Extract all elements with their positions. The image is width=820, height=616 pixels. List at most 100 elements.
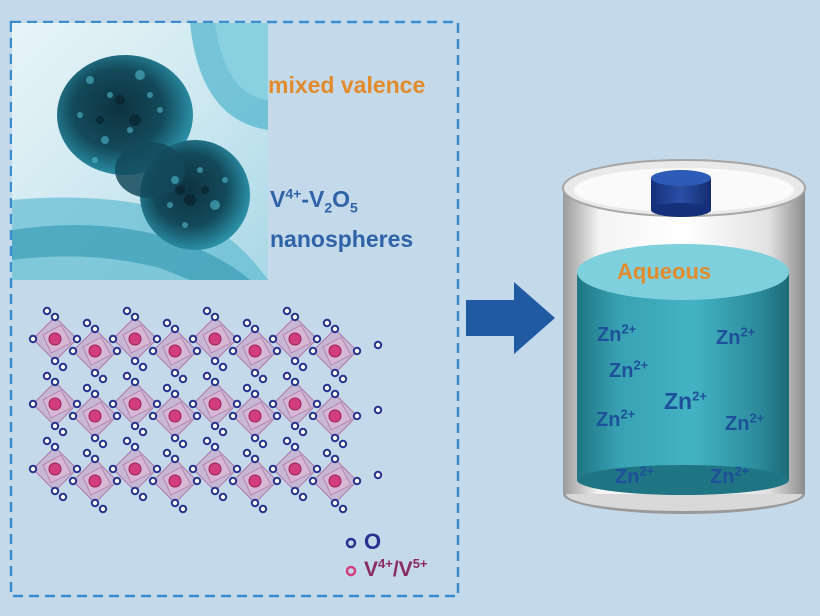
oxygen-atom: [68, 411, 78, 421]
oxygen-atom: [178, 439, 188, 449]
oxygen-atom: [210, 312, 220, 322]
battery-cell: [562, 159, 806, 514]
oxygen-atom: [98, 439, 108, 449]
vanadium-atom: [248, 474, 262, 488]
oxygen-atom: [50, 421, 60, 431]
oxygen-atom: [232, 464, 242, 474]
vanadium-atom: [288, 332, 302, 346]
vanadium-atom: [168, 474, 182, 488]
oxygen-atom: [122, 436, 132, 446]
oxygen-atom: [108, 334, 118, 344]
oxygen-atom: [130, 442, 140, 452]
oxygen-atom: [250, 454, 260, 464]
vanadium-atom: [128, 332, 142, 346]
oxygen-atom: [218, 362, 228, 372]
oxygen-atom: [308, 476, 318, 486]
oxygen-atom: [130, 421, 140, 431]
oxygen-atom: [210, 486, 220, 496]
oxygen-atom: [162, 318, 172, 328]
oxygen-atom: [130, 486, 140, 496]
zn-ion: Zn2+: [597, 321, 637, 346]
vanadium-atom: [288, 397, 302, 411]
electrolyte: [577, 272, 789, 480]
oxygen-atom: [282, 371, 292, 381]
oxygen-atom: [322, 448, 332, 458]
oxygen-atom: [308, 346, 318, 356]
oxygen-atom: [298, 427, 308, 437]
vanadium-atom: [48, 462, 62, 476]
oxygen-atom: [68, 346, 78, 356]
oxygen-atom: [130, 312, 140, 322]
oxygen-atom: [82, 448, 92, 458]
oxygen-atom: [98, 374, 108, 384]
vanadium-atom: [208, 462, 222, 476]
vanadium-atom: [288, 462, 302, 476]
vanadium-atom: [88, 474, 102, 488]
vanadium-atom: [168, 344, 182, 358]
vanadium-atom: [48, 332, 62, 346]
oxygen-atom: [232, 334, 242, 344]
oxygen-atom: [272, 411, 282, 421]
oxygen-atom: [42, 436, 52, 446]
oxygen-atom: [352, 476, 362, 486]
vanadium-atom: [208, 332, 222, 346]
aqueous-label: Aqueous: [617, 259, 712, 284]
oxygen-atom: [72, 334, 82, 344]
oxygen-atom: [170, 498, 180, 508]
vanadium-atom: [328, 344, 342, 358]
oxygen-atom: [282, 306, 292, 316]
oxygen-atom: [210, 442, 220, 452]
oxygen-atom: [282, 436, 292, 446]
vanadium-atom: [88, 344, 102, 358]
oxygen-atom: [170, 389, 180, 399]
oxygen-atom: [42, 306, 52, 316]
oxygen-atom: [290, 356, 300, 366]
oxygen-atom: [373, 470, 383, 480]
oxygen-atom: [290, 377, 300, 387]
oxygen-atom: [98, 504, 108, 514]
oxygen-atom: [218, 492, 228, 502]
oxygen-atom: [72, 464, 82, 474]
oxygen-atom: [148, 346, 158, 356]
oxygen-atom: [50, 442, 60, 452]
oxygen-atom: [28, 464, 38, 474]
oxygen-atom: [218, 427, 228, 437]
nanospheres-label: nanospheres: [270, 226, 414, 252]
oxygen-atom: [210, 377, 220, 387]
oxygen-atom: [322, 383, 332, 393]
oxygen-atom: [290, 486, 300, 496]
oxygen-atom: [330, 324, 340, 334]
oxygen-atom: [228, 476, 238, 486]
v2o5-formula: V4+-V2O5: [270, 185, 358, 216]
oxygen-atom: [290, 312, 300, 322]
oxygen-atom: [268, 464, 278, 474]
oxygen-atom: [268, 334, 278, 344]
oxygen-atom: [138, 362, 148, 372]
oxygen-atom: [58, 362, 68, 372]
oxygen-atom: [330, 368, 340, 378]
oxygen-atom: [312, 464, 322, 474]
oxygen-atom: [138, 492, 148, 502]
oxygen-atom: [268, 399, 278, 409]
vanadium-atom: [88, 409, 102, 423]
zn-ion: Zn2+: [615, 463, 655, 488]
oxygen-atom: [90, 454, 100, 464]
oxygen-atom: [202, 371, 212, 381]
oxygen-atom: [192, 411, 202, 421]
oxygen-atom: [330, 389, 340, 399]
oxygen-atom: [162, 448, 172, 458]
oxygen-atom: [42, 371, 52, 381]
oxygen-atom: [228, 346, 238, 356]
oxygen-atom: [258, 374, 268, 384]
oxygen-atom: [352, 411, 362, 421]
vanadium-atom: [168, 409, 182, 423]
oxygen-atom: [373, 405, 383, 415]
oxygen-atom: [322, 318, 332, 328]
zn-ion: Zn2+: [710, 463, 750, 488]
oxygen-atom: [50, 312, 60, 322]
oxygen-atom: [242, 383, 252, 393]
oxygen-atom: [210, 421, 220, 431]
oxygen-atom: [312, 399, 322, 409]
oxygen-atom: [258, 439, 268, 449]
